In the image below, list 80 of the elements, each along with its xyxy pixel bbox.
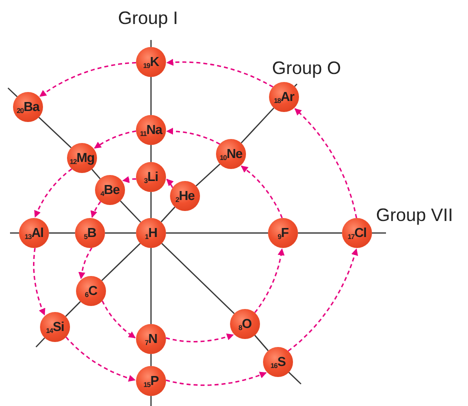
element-symbol: $_{3}$Li: [144, 169, 158, 185]
connector-line: [160, 206, 176, 222]
element-ball: [136, 366, 166, 396]
element-symbol: $_{6}$C: [84, 283, 98, 299]
element-symbol: $_{20}$Ba: [16, 99, 40, 115]
connector-line: [150, 77, 152, 115]
element-ball: [13, 92, 43, 122]
connector-line: [49, 232, 75, 234]
element-symbol: $_{17}$Cl: [348, 225, 366, 241]
curved-arrow: [34, 168, 72, 218]
curved-arrow: [288, 248, 358, 352]
element-ball: [342, 218, 372, 248]
curved-arrow: [78, 247, 92, 280]
element-symbol: $_{1}$H: [144, 225, 158, 241]
connector-line: [150, 248, 152, 324]
element-symbol: $_{16}$S: [270, 354, 286, 370]
curved-arrow: [166, 334, 234, 342]
curved-arrow: [39, 62, 136, 97]
curved-arrow: [166, 178, 174, 188]
curved-arrow: [254, 248, 285, 314]
element-ball: [136, 47, 166, 77]
connector-line: [161, 243, 235, 314]
curved-arrow: [166, 128, 220, 145]
element-ball: [136, 324, 166, 354]
curved-arrow: [122, 176, 136, 184]
element-ball: [136, 218, 166, 248]
element-ball: [263, 347, 293, 377]
element-symbol: $_{13}$Al: [24, 225, 44, 241]
connector-line: [105, 232, 136, 234]
element-ball: [230, 309, 260, 339]
element-symbol: $_{9}$F: [278, 225, 288, 241]
group-label: Group VII: [376, 205, 454, 226]
element-ball: [67, 143, 97, 173]
group-label: Group O: [272, 58, 342, 79]
element-ball: [76, 276, 106, 306]
element-ball: [19, 218, 49, 248]
connector-line: [150, 354, 152, 366]
connector-line: [254, 334, 269, 352]
element-ball: [170, 181, 200, 211]
curved-arrow: [90, 201, 102, 218]
connector-line: [196, 164, 220, 186]
curved-arrow: [33, 248, 46, 316]
connector-line: [120, 200, 142, 223]
element-ball: [269, 82, 299, 112]
connector-line: [101, 243, 141, 281]
element-ball: [136, 115, 166, 145]
element-symbol: $_{2}$He: [175, 188, 195, 204]
element-ball: [136, 162, 166, 192]
curved-arrow: [66, 336, 136, 382]
connector-line: [91, 168, 101, 180]
connector-line: [38, 116, 72, 148]
element-symbol: $_{14}$Si: [46, 319, 64, 335]
element-ball: [268, 218, 298, 248]
element-symbol: $_{7}$N: [144, 331, 158, 347]
curved-arrow: [166, 58, 274, 88]
curved-arrow: [94, 130, 136, 149]
curved-arrow: [294, 108, 358, 218]
curved-arrow: [166, 372, 267, 386]
connector-line: [298, 232, 342, 234]
element-symbol: $_{8}$O: [238, 316, 252, 332]
element-symbol: $_{4}$Be: [100, 182, 120, 198]
connector-line: [240, 108, 274, 144]
element-ball: [40, 312, 70, 342]
connector-line: [150, 192, 152, 218]
curved-arrow: [102, 300, 136, 338]
element-symbol: $_{11}$Na: [140, 122, 162, 138]
element-symbol: $_{12}$Mg: [70, 150, 94, 166]
element-symbol: $_{18}$Ar: [274, 89, 294, 105]
element-ball: [95, 175, 125, 205]
connector-line: [150, 145, 152, 162]
element-symbol: $_{5}$B: [84, 225, 96, 241]
element-symbol: $_{10}$Ne: [220, 146, 242, 162]
connector-line: [65, 301, 81, 317]
group-label: Group I: [118, 8, 178, 29]
connector-line: [166, 232, 268, 234]
curved-arrow: [240, 166, 283, 218]
element-symbol: $_{15}$P: [144, 373, 158, 389]
element-symbol: $_{19}$K: [143, 54, 159, 70]
element-ball: [75, 218, 105, 248]
element-ball: [216, 139, 246, 169]
